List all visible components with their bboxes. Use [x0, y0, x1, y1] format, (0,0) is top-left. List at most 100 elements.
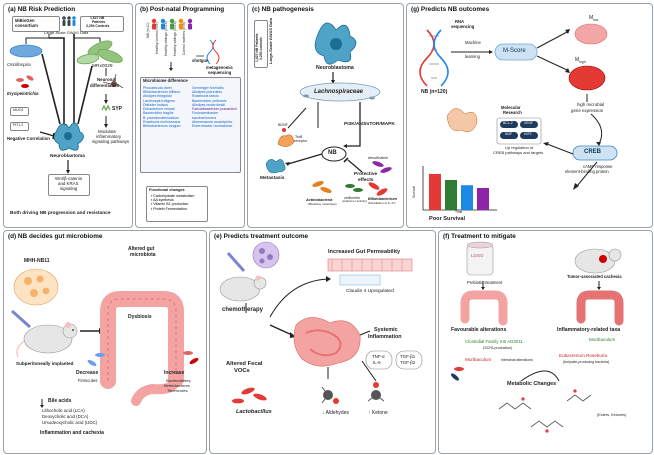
taxon: Bifidobacterium longum: [143, 124, 181, 129]
veillonella-label: veillonella: [344, 196, 360, 200]
group-healthy-control: Healthy control (n=9): [155, 22, 159, 54]
lachnospiraceae-label: Lachnospiraceae: [314, 89, 364, 95]
bile-acids-label: Bile acids: [48, 398, 72, 404]
panel-d-drawing: [11, 268, 199, 408]
butyrate-label: (butyrate-producing bacteria): [563, 360, 610, 364]
mrx-bacterium-icon-3: [76, 53, 100, 65]
high-microbial-2: gene expression: [571, 108, 604, 113]
panel-e-drawing: [219, 241, 423, 404]
oscillospira-bacterium-icon: [9, 44, 43, 58]
intestine-icon: [293, 317, 361, 367]
lactobacillus-label: Lactobacillus: [236, 409, 272, 415]
survival-bars: [429, 174, 489, 210]
rna-1: RNA: [455, 19, 465, 24]
chemotherapy-label: chemotherapy: [222, 307, 264, 313]
taxon: Enterobacter hormaechei: [192, 124, 233, 129]
gene-bcl2-label: BCL-2: [503, 121, 513, 125]
molecular-1: Molecular: [501, 105, 521, 110]
metagenomic-1: metagenomic: [206, 65, 233, 70]
ketone-label: ↑ Ketone: [368, 410, 388, 416]
il6-label: IL-6: [373, 360, 381, 365]
bile-acid-dca: Deoxycholic acid (DCA): [42, 414, 89, 419]
stat-controls: 3,254 Controls: [86, 24, 110, 28]
taxon: Bacteroides uniformis: [192, 98, 227, 103]
panel-c-pathogenesis: (c) NB pathogenesis 1,627 NB Patients 3,…: [247, 3, 404, 228]
taxon: Lachnospira eligens: [143, 98, 175, 103]
bdnf-label: BDNF: [278, 123, 288, 127]
lachnospiraceae-bacterium-icon: [299, 82, 381, 102]
systemic-1: Systemic: [374, 327, 398, 333]
gene-vegf-label: VEGF: [524, 121, 534, 125]
favourable-label: Favourable alterations: [451, 327, 507, 333]
taxon: Fusicatenibacter: [192, 111, 219, 116]
panel-g-drawing: [419, 23, 618, 211]
gene-bcl2: [500, 121, 518, 128]
wnt-box: [48, 174, 90, 196]
panel-e-title: (e) Predicts treatment outcome: [214, 233, 309, 240]
microbiome-col-2: Gemmiger formicilis Alistipes putredinis…: [192, 86, 237, 128]
bifidobacterium-label: Bifidobacterium: [368, 197, 397, 201]
group-nb: NB (n=10): [146, 22, 150, 38]
mhh-label: MHH-NB11: [24, 258, 50, 264]
taxon: Bacteroides fragilis: [143, 111, 174, 116]
taxon: Alistipes putredinis: [192, 90, 222, 95]
panel-a-drawing: [9, 34, 124, 174]
subq-label: Subperitoneally implanted: [16, 361, 74, 366]
shotgun-label: shotgun: [192, 58, 209, 63]
dna-icon: [419, 29, 449, 87]
survival-bar: [477, 188, 489, 210]
panel-c-title: (c) NB pathogenesis: [252, 6, 314, 13]
ml-1: Machine: [465, 40, 481, 45]
people-group-icons: [151, 18, 220, 71]
panel-a-footer: Both driving NB progression and resistan…: [10, 211, 111, 216]
functional-changes-box: [146, 186, 208, 222]
firmicutes-label: Firmicutes: [78, 378, 98, 383]
mibiogen-label: MiBioGen consortium: [15, 18, 38, 28]
trkb-1: TrkB: [295, 135, 303, 139]
group-control-mothers: Control mothers (n=9): [182, 21, 186, 55]
ml-2: learning: [465, 54, 480, 59]
m-low-label: Mlow: [589, 15, 599, 22]
panel-f-mitigate: (f) Treatment to mitigate LOGO Prebiotic…: [438, 230, 653, 454]
tgfb1-label: TGF-β1: [400, 354, 416, 359]
nb-label-c: NB: [328, 150, 337, 156]
taxon: Faecalibacterium prausnitzii: [192, 107, 237, 112]
nb-n-label: NB (n=120): [421, 89, 448, 95]
pi3k-label: PI3K/Akt/mTOR/MAPK: [344, 122, 395, 127]
prebiotic-can-icon: [466, 244, 494, 276]
panel-d-gut-microbiome: (d) NB decides gut microbiome MHH-NB11 A…: [3, 230, 207, 454]
upreg-2: CREB pathways and targets: [493, 150, 544, 155]
bile-acid-udc: Ursodeoxycholic acid (UDC): [42, 420, 98, 425]
gene-ngf: [500, 132, 518, 139]
colon-icon: [100, 291, 184, 406]
group-healthy-siblings-1: Healthy siblings (n=19): [164, 21, 168, 56]
altered-gut-1: Altered gut: [128, 246, 155, 252]
panel-b-title: (b) Post-natal Programming: [140, 6, 225, 13]
intestinal-alterations-label: Intestinal alterations: [501, 358, 533, 362]
upreg-1: Up regulation of: [505, 145, 534, 150]
panel-f-drawing: [450, 241, 624, 433]
logo-label: LOGO: [471, 253, 484, 258]
creb-box: [572, 145, 618, 161]
muribaculum-green-label: Muribaculum: [589, 337, 616, 342]
claudin-label: Claudin 4 Upregulated: [346, 289, 394, 294]
m-score-label: M-Score: [503, 48, 526, 54]
group-healthy-siblings-2: Healthy siblings (n=19): [173, 21, 177, 56]
dysbiosis-label: Dysbiosis: [128, 314, 152, 320]
panel-a-title: (a) NB Risk Prediction: [8, 6, 76, 13]
desulfovibrio-label: desulfovibrio: [368, 156, 389, 160]
time-axis-label: Time: [455, 210, 463, 214]
neuroblastoma-cell-icon-c: [314, 22, 357, 65]
pitl2-label: PIT.L2: [13, 123, 24, 127]
func-item: ▪ Protein Fermentation: [151, 206, 187, 211]
trkb-2: receptor: [294, 139, 308, 143]
metagenomic-2: sequencing: [208, 70, 232, 75]
gwas-label: Large-Scale GWAS Data: [44, 30, 89, 35]
perm-label: Increased Gut Permeability: [328, 249, 401, 255]
neuroblastoma-label-c: Neuroblastoma: [316, 65, 354, 71]
oscillospira-label: Oscillospira: [7, 62, 31, 67]
taxon: Dialister invisus: [143, 102, 168, 107]
taxon: Eubacterium rectale: [143, 107, 175, 112]
vocs-1: Altered Fecal: [226, 361, 263, 367]
molecular-2: Research: [503, 110, 522, 115]
